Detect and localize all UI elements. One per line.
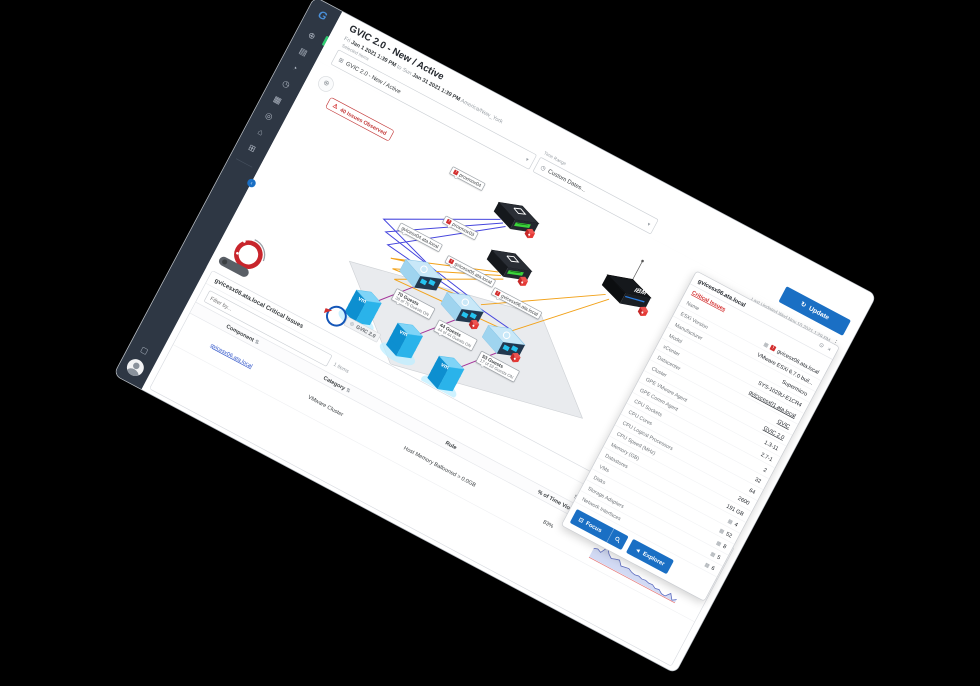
tilted-app-window: G ⊕ ▤ ◔ ◷ ▦ ◎ ⌂ ⊞ ▢ ‹ GVIC 2.0 - New / A… <box>113 0 877 674</box>
table-link-icon[interactable]: ▦ <box>703 561 711 569</box>
table-link-icon[interactable]: ▦ <box>726 517 735 526</box>
threshold-line <box>588 556 676 604</box>
refresh-icon: ↻ <box>799 300 808 310</box>
focus-icon: ⊡ <box>577 515 586 524</box>
alert-icon: ! <box>769 344 777 352</box>
gauge-icon[interactable]: ◔ <box>290 62 300 74</box>
sort-icon: ⇅ <box>344 386 352 395</box>
sort-icon: ⇅ <box>253 338 261 346</box>
issues-observed-badge[interactable]: ⚠ 40 Issues Observed <box>325 96 395 142</box>
clock-icon[interactable]: ◷ <box>280 77 292 90</box>
detail-value: 8 <box>721 542 728 550</box>
galileo-logo[interactable]: G <box>315 8 330 23</box>
trend-cell <box>579 529 695 613</box>
items-count: 1 items <box>332 360 351 374</box>
ibm-antenna <box>632 262 643 280</box>
chevron-down-icon: ▾ <box>524 156 530 163</box>
close-icon[interactable]: × <box>826 345 833 353</box>
user-avatar[interactable] <box>123 356 147 380</box>
chevron-down-icon: ▾ <box>646 220 652 228</box>
asset-icon: ⊞ <box>337 56 346 65</box>
detail-value: 5 <box>716 553 722 561</box>
target-icon[interactable]: ◎ <box>263 109 275 122</box>
issues-observed-label: 40 Issues Observed <box>339 106 388 137</box>
apps-icon[interactable]: ⊞ <box>246 142 258 155</box>
globe-icon[interactable]: ⊕ <box>306 29 318 42</box>
ibm-antenna-dot <box>641 259 644 263</box>
detail-value: 4 <box>733 520 740 529</box>
focus-search-segment[interactable] <box>606 528 629 551</box>
focus-label: Focus <box>584 519 604 534</box>
table-link-icon[interactable]: ▦ <box>762 340 770 349</box>
detail-value: 6 <box>710 564 717 572</box>
nav-divider <box>235 158 253 168</box>
update-button-label: Update <box>807 304 831 322</box>
explorer-label: Explorer <box>641 550 666 568</box>
topology-canvas: ⊕ ⚠ 40 Issues Observed <box>206 59 851 551</box>
detail-value: 32 <box>753 475 763 485</box>
inventory-icon[interactable]: ▦ <box>271 93 284 107</box>
table-row[interactable]: gvicesx06.ata.local VMware Cluster Host … <box>173 313 712 623</box>
table-link-icon[interactable]: ▦ <box>715 539 723 547</box>
focus-button[interactable]: ⊡ Focus <box>569 508 629 551</box>
clock-small-icon: ◷ <box>539 163 548 172</box>
table-link-icon[interactable]: ▦ <box>718 527 726 535</box>
detail-value: 64 <box>748 486 757 496</box>
table-link-icon[interactable]: ▦ <box>709 550 717 558</box>
bookmark-icon[interactable]: ▢ <box>139 344 150 357</box>
magnifier-icon <box>615 536 620 544</box>
pin-icon[interactable]: ⊙ <box>817 341 826 350</box>
explorer-icon: ◄ <box>633 545 643 555</box>
detail-value: 52 <box>724 530 734 539</box>
home-icon[interactable]: ⌂ <box>256 126 266 138</box>
host-details-panel: gvicesx06.ata.local ⊙ × Critical Issues … <box>560 270 840 602</box>
component-link[interactable]: gvicesx06.ata.local <box>209 341 254 370</box>
app-card: G ⊕ ▤ ◔ ◷ ▦ ◎ ⌂ ⊞ ▢ ‹ GVIC 2.0 - New / A… <box>113 0 877 674</box>
warning-icon: ⚠ <box>331 101 340 111</box>
detail-value: 2 <box>762 466 769 474</box>
canvas-options-button[interactable]: ⊕ <box>315 73 337 95</box>
layout-icon[interactable]: ▤ <box>297 45 310 58</box>
critical-issues-panel: gvicesx06.ata.local Critical Issues 1 it… <box>149 270 735 667</box>
trend-sparkline <box>588 546 677 604</box>
